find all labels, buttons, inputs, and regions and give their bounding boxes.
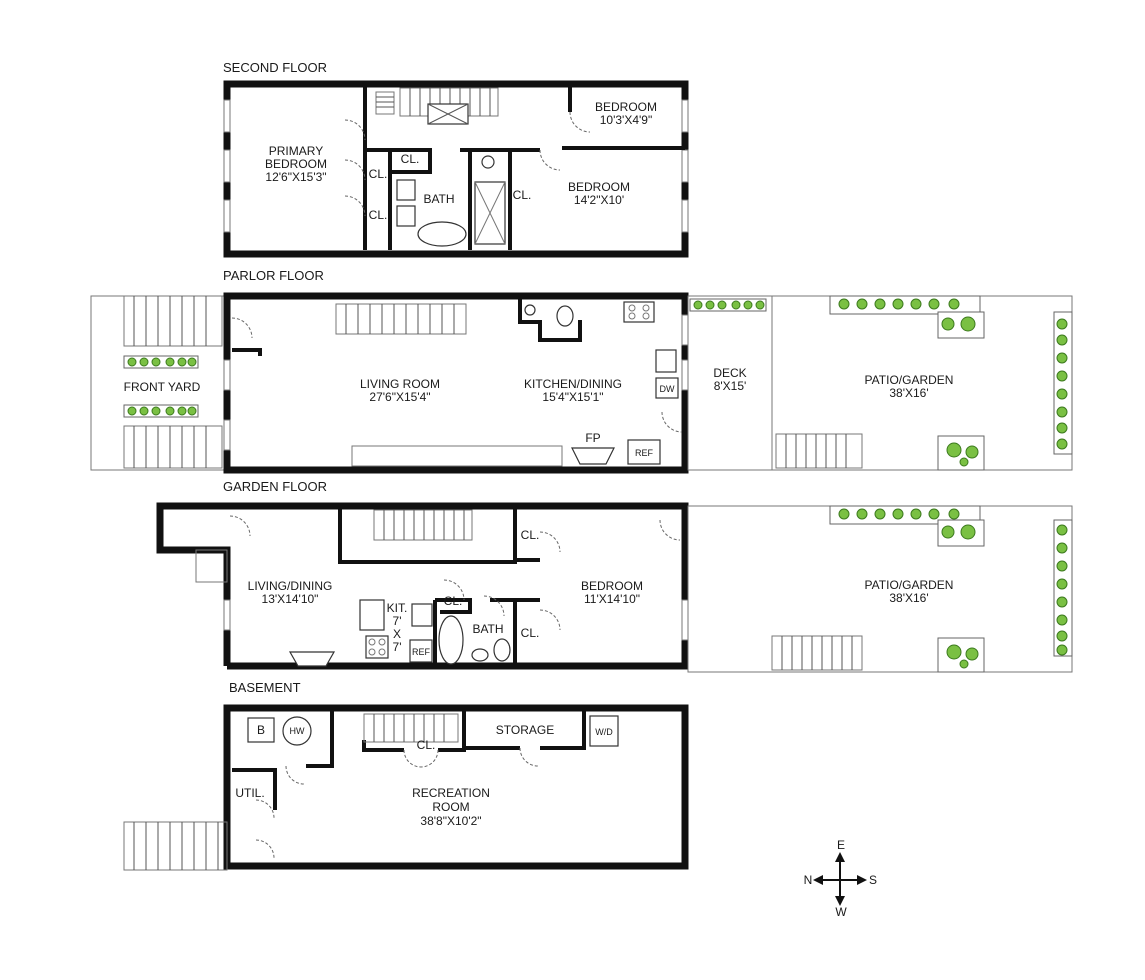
patio-garden-dimensions: 38'X16' [889, 386, 928, 400]
basement-outline [223, 704, 689, 870]
kitchen-label: KIT. [387, 601, 408, 615]
patio-garden-label: PATIO/GARDEN [865, 578, 954, 592]
sink-icon [411, 603, 433, 627]
deck-dimensions: 8'X15' [714, 379, 747, 393]
kitchen-dining-label: KITCHEN/DINING [524, 377, 622, 391]
compass-north: N [804, 873, 813, 887]
bathtub-icon [438, 615, 464, 665]
garden-floor: GARDEN FLOOR LIVING/DINING 13 [156, 479, 1073, 673]
fireplace-icon [288, 651, 336, 667]
parlor-floor-stair [335, 303, 467, 335]
sink-icon [524, 304, 536, 316]
basement-title: BASEMENT [229, 680, 301, 695]
second-floor-stair [375, 87, 499, 125]
storage-label: STORAGE [496, 723, 554, 737]
compass-icon: E W N S [804, 838, 877, 919]
patio-garden-dimensions: 38'X16' [889, 591, 928, 605]
water-heater-label: HW [290, 726, 305, 736]
living-room-dimensions: 27'6"X15'4" [369, 390, 430, 404]
kitchen-dimension: X [393, 627, 401, 641]
bath-label: BATH [423, 192, 454, 206]
refrigerator-label: REF [412, 647, 431, 657]
bathtub-icon [417, 221, 467, 247]
refrigerator-label: REF [635, 448, 654, 458]
bedroom-label: BEDROOM [581, 579, 643, 593]
garden-floor-stair [373, 509, 473, 541]
bedroom-small-dimensions: 10'3'X4'9" [600, 113, 653, 127]
stove-icon [623, 301, 655, 323]
closet-label: CL. [369, 208, 388, 222]
second-floor-title: SECOND FLOOR [223, 60, 327, 75]
deck-label: DECK [713, 366, 746, 380]
washer-dryer-icon [589, 715, 619, 747]
boiler-icon [247, 717, 275, 743]
refrigerator-icon [627, 439, 661, 465]
kitchen-dimension: 7' [393, 640, 402, 654]
basement-stair [363, 713, 459, 743]
compass-south: S [869, 873, 877, 887]
refrigerator-icon [409, 639, 433, 663]
toilet-icon [481, 155, 495, 169]
kitchen-dining-dimensions: 15'4"X15'1" [542, 390, 603, 404]
dishwasher-label: DW [660, 384, 675, 394]
bedroom-label: BEDROOM [568, 180, 630, 194]
fireplace-label: FP [585, 431, 600, 445]
second-floor: SECOND FLOOR [223, 60, 689, 258]
recreation-room-label: ROOM [432, 800, 469, 814]
sink-icon [396, 179, 416, 201]
bath-label: BATH [472, 622, 503, 636]
kitchen-dimension: 7' [393, 614, 402, 628]
bedroom-dimensions: 11'X14'10" [584, 592, 640, 606]
patio-garden-label: PATIO/GARDEN [865, 373, 954, 387]
primary-bedroom-label: PRIMARY [269, 144, 323, 158]
compass-west: W [835, 905, 847, 919]
bedroom-dimensions: 14'2"X10' [574, 193, 624, 207]
garden-floor-title: GARDEN FLOOR [223, 479, 327, 494]
living-room-label: LIVING ROOM [360, 377, 440, 391]
primary-bedroom-dimensions: 12'6"X15'3" [265, 170, 326, 184]
stove-icon [365, 635, 389, 659]
sink-icon [655, 349, 677, 373]
closet-label: CL. [401, 152, 420, 166]
living-dining-label: LIVING/DINING [248, 579, 333, 593]
utility-label: UTIL. [235, 786, 264, 800]
dishwasher-icon [655, 377, 679, 399]
bedroom-small-label: BEDROOM [595, 100, 657, 114]
parlor-floor-title: PARLOR FLOOR [223, 268, 324, 283]
sink-icon [396, 205, 416, 227]
recreation-room-label: RECREATION [412, 786, 490, 800]
closet-label: CL. [444, 594, 463, 608]
parlor-floor: PARLOR FLOOR FRONT YARD [90, 268, 1073, 474]
primary-bedroom-label: BEDROOM [265, 157, 327, 171]
closet-label: CL. [521, 626, 540, 640]
front-yard-label: FRONT YARD [124, 380, 201, 394]
toilet-icon [556, 305, 574, 327]
washer-dryer-label: W/D [595, 727, 613, 737]
closet-label: CL. [369, 167, 388, 181]
sink-icon [471, 648, 489, 662]
recreation-room-dimensions: 38'8"X10'2" [420, 814, 481, 828]
boiler-label: B [257, 723, 265, 737]
basement: BASEMENT B HW CL. STORAGE W/D [123, 680, 689, 871]
toilet-icon [493, 638, 511, 662]
water-heater-icon [282, 716, 312, 746]
closet-label: CL. [513, 188, 532, 202]
closet-label: CL. [521, 528, 540, 542]
living-dining-dimensions: 13'X14'10" [262, 592, 319, 606]
closet-label: CL. [417, 738, 436, 752]
compass-east: E [837, 838, 845, 852]
fireplace-icon [571, 447, 615, 465]
